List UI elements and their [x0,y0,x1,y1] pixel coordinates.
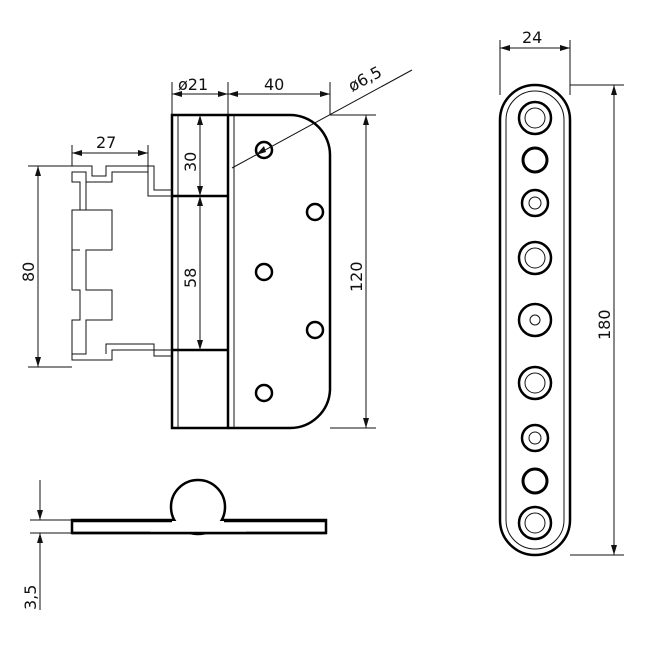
screw-hole [305,320,325,340]
knuckle-top-label: 30 [181,152,200,172]
knuckle-mid-label: 58 [181,268,200,288]
thickness-label: 3,5 [21,585,40,610]
left-tab-leaf-inner [72,165,172,357]
leaf-width-label: 27 [96,133,116,152]
hole-diameter-label: ø6,5 [345,62,385,95]
leaf-height-label: 120 [347,261,366,292]
tab-height-dimension: 80 [19,165,72,368]
tab-height-label: 80 [19,262,38,282]
strip-inner-outline [505,90,565,550]
knuckle-dimensions: 30 58 [181,115,203,350]
screw-hole [254,140,274,160]
strip-width-label: 24 [522,28,542,47]
screw-hole [254,262,274,282]
right-leaf [228,113,332,430]
leaf-height-dimension: 120 [330,114,376,429]
leaf-width-dimension: 27 [71,133,149,172]
left-tab-leaf [71,171,172,361]
pin-diameter-label: ø21 [178,75,208,94]
strip-length-label: 180 [595,309,614,340]
strip-side-view: 24 180 [498,28,624,557]
leaf-offset-label: 40 [264,75,284,94]
hinge-front-view [71,113,332,430]
strip-holes [517,100,553,541]
screw-hole [254,383,274,403]
strip-outline [498,83,572,557]
screw-hole [305,202,325,222]
hinge-bottom-view: 3,5 [21,478,328,610]
